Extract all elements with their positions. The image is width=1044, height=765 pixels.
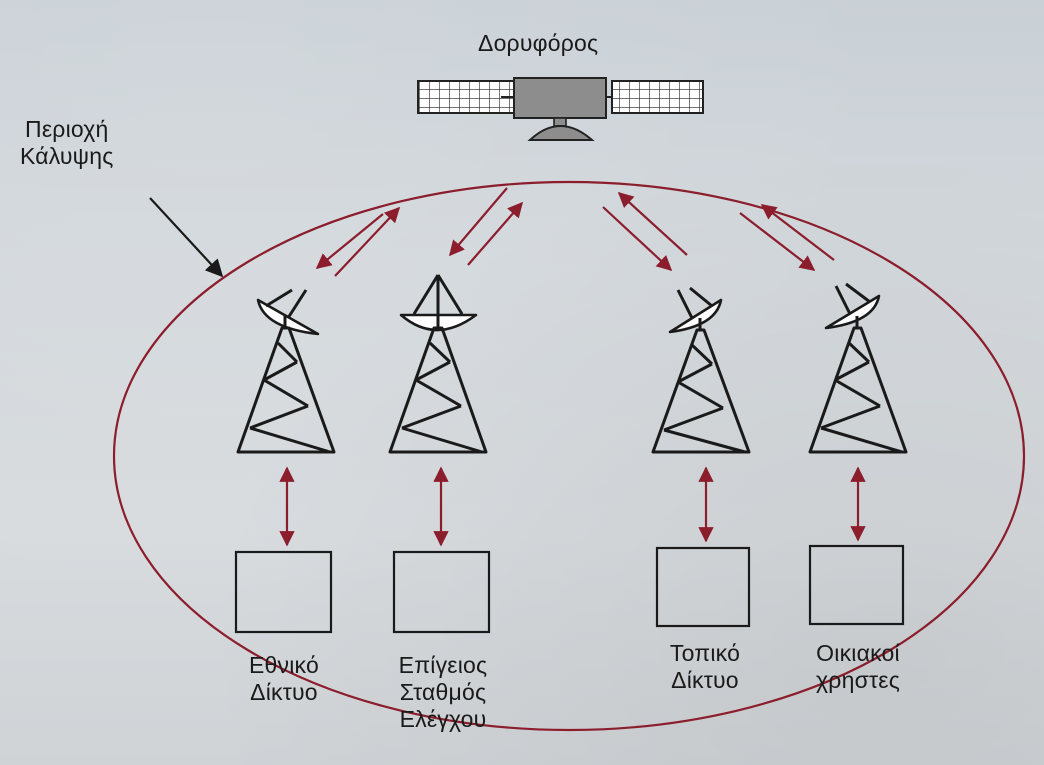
satellite-links [315, 187, 835, 277]
link-arrow-4a [739, 212, 816, 271]
link-arrow-1b [334, 206, 401, 277]
coverage-label-line: Κάλυψης [20, 143, 114, 170]
terminal-box-icon [234, 550, 333, 634]
station-label-line: Τοπικό [669, 640, 741, 666]
link-arrow-3a [602, 206, 673, 272]
station-label-line: Επίγειος [398, 652, 488, 678]
link-arrow-2a [449, 187, 508, 257]
station-label-national-network: Εθνικό Δίκτυο [232, 652, 336, 706]
station-label-line: Ελέγχου [399, 706, 487, 733]
station-label-home-users: Οικιακοί χρηστες [792, 640, 924, 694]
terminal-box-icon [392, 550, 491, 634]
station-label-line: Εθνικό [249, 652, 319, 678]
terminal-box-icon [808, 544, 905, 626]
tower-box-links [279, 466, 866, 547]
antenna-tower-icon [808, 282, 908, 454]
link-arrow-1a [315, 213, 384, 269]
link-arrow-3b [617, 191, 688, 256]
station-label-line: Δίκτυο [250, 679, 318, 706]
station-label-line: Οικιακοί [816, 640, 900, 666]
satellite-icon [417, 77, 704, 141]
terminal-boxes [234, 544, 905, 634]
station-label-line: Σταθμός [399, 679, 487, 706]
terminal-box-icon [655, 546, 751, 628]
coverage-label-line: Περιοχή [25, 116, 109, 142]
coverage-pointer-arrow [149, 197, 224, 278]
satellite-label: Δορυφόρος [478, 30, 599, 56]
antenna-tower-icon [651, 286, 751, 454]
antenna-tower-icon [236, 288, 336, 454]
station-label-line: Δίκτυο [671, 667, 739, 694]
coverage-area-label: Περιοχή Κάλυψης [20, 116, 114, 170]
antenna-tower-icon [388, 274, 488, 454]
station-label-line: χρηστες [816, 667, 900, 694]
link-arrow-2b [467, 201, 524, 266]
station-label-ground-control: Επίγειος Σταθμός Ελέγχου [376, 652, 510, 733]
link-arrow-4b [760, 204, 835, 261]
coverage-area-ellipse [112, 180, 1026, 732]
station-label-local-network: Τοπικό Δίκτυο [653, 640, 757, 694]
